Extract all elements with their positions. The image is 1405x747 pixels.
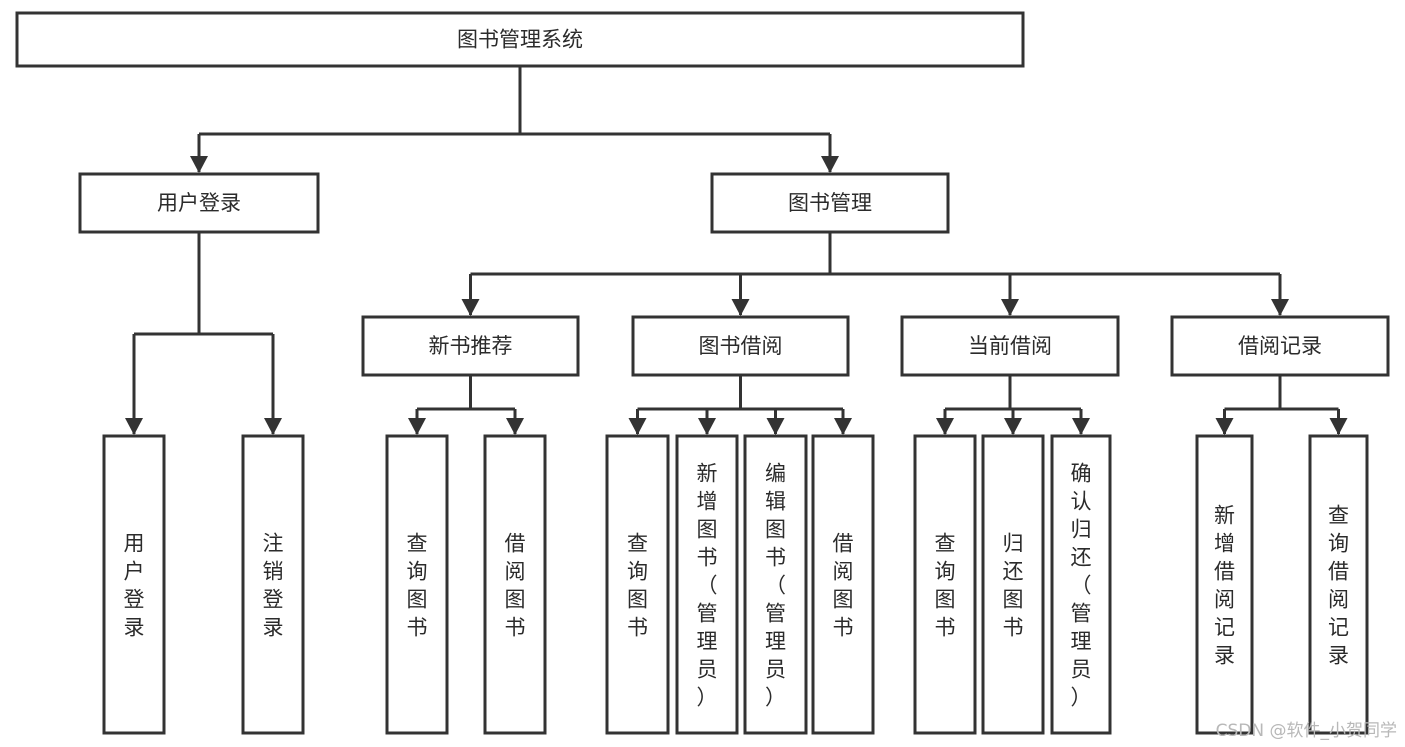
- node-root[interactable]: 图书管理系统: [15, 11, 1025, 68]
- node-box-book-manage: [710, 172, 950, 234]
- node-box-user-login: [78, 172, 320, 234]
- node-leaf-logout[interactable]: 注销登录: [241, 434, 305, 735]
- node-box-book-borrow: [631, 315, 850, 377]
- node-label-leaf-borrow-book: 借阅图书: [833, 531, 854, 639]
- arrow-head-icon: [264, 418, 282, 435]
- node-box-leaf-confirm-return: [1050, 434, 1112, 735]
- node-label-leaf-add-borrow-record: 新增借阅记录: [1214, 503, 1235, 667]
- node-leaf-query-book-current[interactable]: 查询图书: [913, 434, 977, 735]
- node-box-new-book-recommend: [361, 315, 580, 377]
- arrow-head-icon: [766, 418, 785, 435]
- node-leaf-borrow-book-recommend[interactable]: 借阅图书: [483, 434, 547, 735]
- arrow-head-icon: [1271, 299, 1289, 316]
- node-label-book-borrow: 图书借阅: [699, 334, 783, 358]
- node-box-leaf-query-book-recommend: [385, 434, 449, 735]
- arrow-head-icon: [506, 418, 524, 435]
- arrow-head-icon: [1072, 418, 1090, 435]
- node-leaf-edit-book[interactable]: 编辑图书（管理员）: [743, 434, 808, 735]
- node-label-leaf-confirm-return: 确认归还（管理员）: [1071, 461, 1092, 709]
- arrow-head-icon: [628, 418, 647, 435]
- node-box-leaf-query-borrow-record: [1308, 434, 1369, 735]
- node-new-book-recommend[interactable]: 新书推荐: [361, 315, 580, 377]
- node-box-leaf-return-book: [981, 434, 1045, 735]
- node-label-user-login: 用户登录: [157, 191, 241, 215]
- node-leaf-query-book-borrow[interactable]: 查询图书: [605, 434, 670, 735]
- node-borrow-record[interactable]: 借阅记录: [1170, 315, 1390, 377]
- node-book-manage[interactable]: 图书管理: [710, 172, 950, 234]
- node-box-root: [15, 11, 1025, 68]
- node-leaf-query-book-recommend[interactable]: 查询图书: [385, 434, 449, 735]
- node-leaf-return-book[interactable]: 归还图书: [981, 434, 1045, 735]
- node-box-current-borrow: [900, 315, 1120, 377]
- arrow-head-icon: [1001, 299, 1019, 316]
- arrow-head-icon: [1215, 418, 1234, 435]
- node-leaf-add-borrow-record[interactable]: 新增借阅记录: [1195, 434, 1254, 735]
- arrow-head-icon: [936, 418, 954, 435]
- node-box-borrow-record: [1170, 315, 1390, 377]
- node-label-leaf-query-borrow-record: 查询借阅记录: [1328, 503, 1349, 667]
- node-box-leaf-add-book: [675, 434, 739, 735]
- arrow-head-icon: [125, 418, 143, 435]
- node-label-leaf-borrow-book-recommend: 借阅图书: [505, 531, 526, 639]
- arrow-head-icon: [190, 156, 208, 173]
- node-box-leaf-borrow-book-recommend: [483, 434, 547, 735]
- node-label-leaf-query-book-current: 查询图书: [935, 531, 956, 639]
- arrow-head-icon: [821, 156, 839, 173]
- arrow-head-icon: [408, 418, 426, 435]
- arrow-head-icon: [698, 418, 716, 435]
- node-current-borrow[interactable]: 当前借阅: [900, 315, 1120, 377]
- node-user-login[interactable]: 用户登录: [78, 172, 320, 234]
- node-label-leaf-user-login: 用户登录: [124, 531, 145, 639]
- node-leaf-add-book[interactable]: 新增图书（管理员）: [675, 434, 739, 735]
- connectors-layer: [125, 66, 1348, 435]
- node-box-leaf-query-book-current: [913, 434, 977, 735]
- node-label-leaf-add-book: 新增图书（管理员）: [697, 461, 718, 709]
- arrow-head-icon: [461, 299, 480, 316]
- arrow-head-icon: [834, 418, 852, 435]
- arrow-head-icon: [1329, 418, 1348, 435]
- node-box-leaf-edit-book: [743, 434, 808, 735]
- node-book-borrow[interactable]: 图书借阅: [631, 315, 850, 377]
- node-box-leaf-logout: [241, 434, 305, 735]
- node-label-leaf-query-book-recommend: 查询图书: [407, 531, 428, 639]
- node-box-leaf-user-login: [102, 434, 166, 735]
- arrow-head-icon: [731, 299, 750, 316]
- node-label-leaf-logout: 注销登录: [263, 531, 284, 639]
- node-label-leaf-edit-book: 编辑图书（管理员）: [765, 461, 786, 709]
- node-label-new-book-recommend: 新书推荐: [429, 334, 513, 358]
- boxes-layer: 图书管理系统用户登录图书管理新书推荐图书借阅当前借阅借阅记录用户登录注销登录查询…: [15, 11, 1390, 735]
- node-leaf-borrow-book[interactable]: 借阅图书: [811, 434, 875, 735]
- node-box-leaf-add-borrow-record: [1195, 434, 1254, 735]
- node-label-current-borrow: 当前借阅: [968, 334, 1052, 358]
- node-box-leaf-borrow-book: [811, 434, 875, 735]
- node-leaf-confirm-return[interactable]: 确认归还（管理员）: [1050, 434, 1112, 735]
- node-label-book-manage: 图书管理: [788, 191, 872, 215]
- node-label-leaf-query-book-borrow: 查询图书: [627, 531, 648, 639]
- node-label-leaf-return-book: 归还图书: [1003, 531, 1024, 639]
- arrow-head-icon: [1004, 418, 1022, 435]
- node-box-leaf-query-book-borrow: [605, 434, 670, 735]
- node-label-borrow-record: 借阅记录: [1238, 334, 1322, 358]
- node-leaf-query-borrow-record[interactable]: 查询借阅记录: [1308, 434, 1369, 735]
- node-label-root: 图书管理系统: [457, 28, 583, 52]
- node-leaf-user-login[interactable]: 用户登录: [102, 434, 166, 735]
